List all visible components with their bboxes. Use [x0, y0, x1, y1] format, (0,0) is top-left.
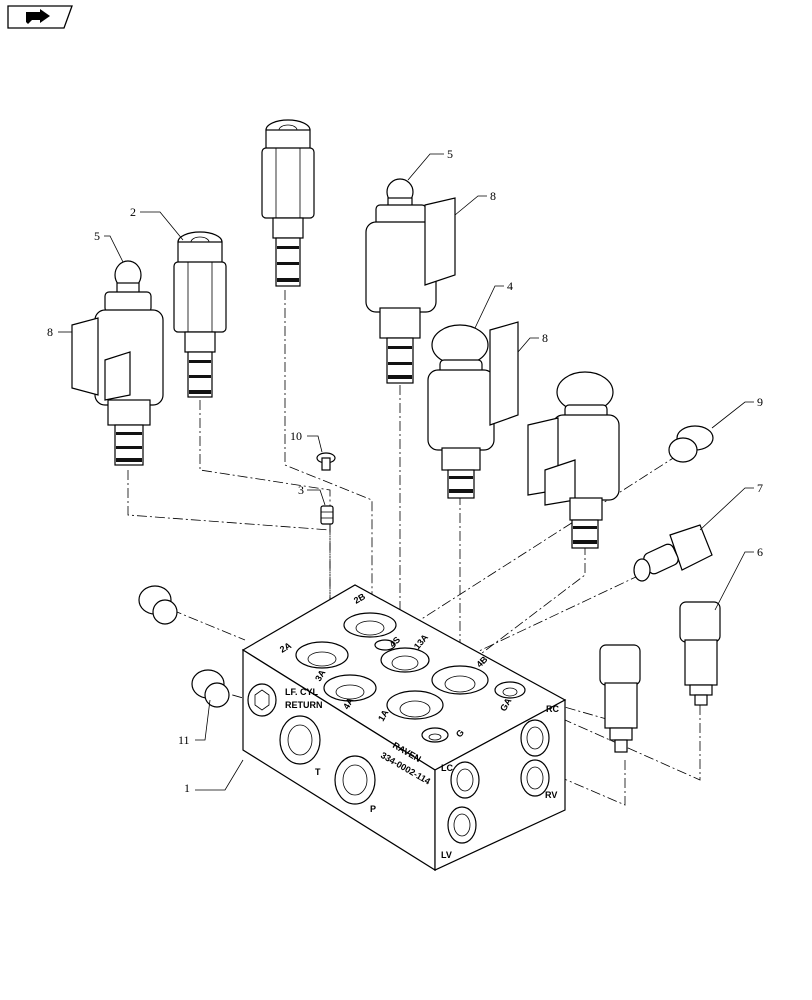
cartridge-valve-2 [173, 231, 227, 398]
plug-left [138, 585, 178, 625]
callouts: 1 2 3 4 5 5 6 7 8 8 8 9 10 11 [47, 147, 763, 795]
set-screw-3 [320, 505, 334, 525]
port-label-lf-cyl: LF. CYL [285, 687, 319, 697]
next-page-button[interactable] [6, 4, 74, 30]
solenoid-valve-right [527, 371, 620, 549]
callout-1: 1 [184, 781, 190, 795]
side-ports [447, 719, 550, 844]
callout-5-left: 5 [94, 229, 100, 243]
port-label-g: G [454, 727, 466, 739]
port-label-return: RETURN [285, 700, 323, 710]
callout-11: 11 [178, 733, 190, 747]
fitting-7 [633, 524, 713, 582]
port-label-t: T [315, 767, 321, 777]
solenoid-valve-left [71, 260, 164, 466]
top-ports [295, 612, 526, 743]
pressure-sensor-6 [679, 601, 721, 706]
plug-11 [191, 669, 230, 708]
port-label-lc: LC [441, 763, 453, 773]
pressure-sensor-left [599, 644, 641, 753]
front-ports [247, 683, 376, 805]
port-label-p: P [370, 804, 376, 814]
solenoid-valve-4 [427, 321, 519, 499]
callout-2: 2 [130, 205, 136, 219]
callout-6: 6 [757, 545, 763, 559]
callout-7: 7 [757, 481, 763, 495]
screw-10 [316, 452, 336, 471]
callout-9: 9 [757, 395, 763, 409]
port-label-lv: LV [441, 850, 452, 860]
forward-arrow-icon [26, 9, 50, 24]
port-label-rv: RV [545, 790, 557, 800]
callout-3: 3 [298, 483, 304, 497]
port-label-rc: RC [546, 704, 559, 714]
plug-9 [668, 425, 714, 463]
callout-4: 4 [507, 279, 513, 293]
callout-10: 10 [290, 429, 302, 443]
solenoid-valve-center [365, 178, 456, 384]
callout-5-center: 5 [447, 147, 453, 161]
callout-8-center: 8 [490, 189, 496, 203]
callout-8-right: 8 [542, 331, 548, 345]
cartridge-valve-top [261, 119, 315, 287]
callout-8-left: 8 [47, 325, 53, 339]
manifold-block: LF. CYL RETURN T P 2A 2B 3A 4A 1A 13A 4B… [241, 584, 567, 872]
